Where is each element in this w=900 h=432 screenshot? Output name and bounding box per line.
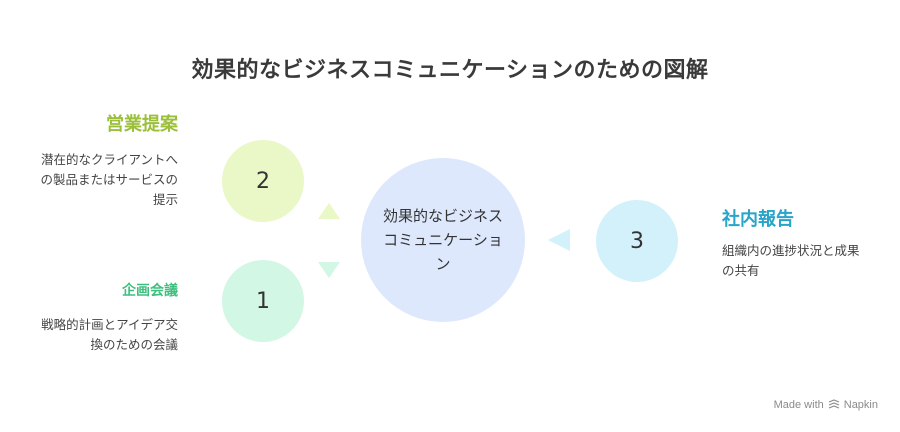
watermark-text: Made with [773, 399, 824, 411]
arrow-down-icon [318, 262, 340, 278]
step-number-2: 2 [256, 168, 270, 194]
desc-internal-report: 組織内の進捗状況と成果の共有 [722, 241, 862, 281]
desc-internal-report-text: 組織内の進捗状況と成果の共有 [722, 243, 860, 278]
napkin-logo-icon [828, 399, 839, 409]
watermark: Made with Napkin [774, 399, 878, 411]
arrow-up-icon [318, 203, 340, 219]
page-title: 効果的なビジネスコミュニケーションのための図解 [191, 58, 709, 83]
circle-step-2: 2 [222, 140, 304, 222]
heading-planning-meeting: 企画会議 [122, 283, 178, 299]
desc-sales-proposal: 潜在的なクライアントへの製品またはサービスの提示 [38, 150, 178, 210]
desc-planning-meeting-text: 戦略的計画とアイデア交換のための会議 [41, 317, 178, 352]
step-number-3: 3 [630, 228, 644, 254]
arrow-left-icon [548, 229, 570, 251]
heading-internal-report: 社内報告 [722, 209, 794, 230]
center-label: 効果的なビジネスコミュニケーション [383, 207, 504, 273]
circle-step-3: 3 [596, 200, 678, 282]
circle-step-1: 1 [222, 260, 304, 342]
center-circle: 効果的なビジネスコミュニケーション [361, 158, 525, 322]
watermark-brand: Napkin [843, 399, 878, 411]
step-number-1: 1 [256, 288, 270, 314]
heading-sales-proposal: 営業提案 [106, 114, 178, 135]
desc-planning-meeting: 戦略的計画とアイデア交換のための会議 [38, 315, 178, 355]
desc-sales-proposal-line1: 潜在的なクライアントへの製品またはサービスの提示 [40, 152, 178, 207]
